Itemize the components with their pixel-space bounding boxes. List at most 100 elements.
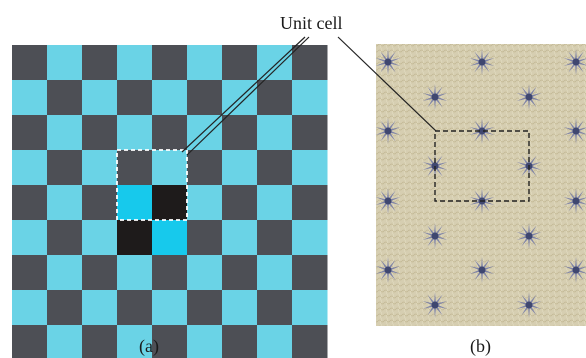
checker-square: [82, 185, 118, 221]
star-motif: [375, 118, 401, 144]
checker-square: [257, 325, 293, 358]
checker-square: [292, 255, 328, 291]
checker-square: [82, 290, 118, 326]
checker-square: [187, 45, 223, 81]
checker-square: [257, 115, 293, 151]
unit-cell-label: Unit cell: [280, 13, 342, 33]
checker-square: [12, 325, 48, 358]
fabric-panel: [375, 44, 586, 326]
checker-square: [152, 325, 188, 358]
checker-square: [187, 80, 223, 116]
checker-square: [292, 290, 328, 326]
star-motif: [422, 223, 448, 249]
checker-square: [82, 80, 118, 116]
checker-square: [117, 185, 153, 221]
checker-square: [152, 80, 188, 116]
checker-square: [117, 45, 153, 81]
checker-square: [117, 290, 153, 326]
unit-cell-outline-b: [434, 130, 530, 202]
checker-square: [12, 255, 48, 291]
checker-square: [292, 185, 328, 221]
checker-square: [47, 150, 83, 186]
checker-square: [222, 290, 258, 326]
star-motif: [563, 257, 586, 283]
star-motif: [516, 292, 542, 318]
star-motif: [516, 223, 542, 249]
checker-square: [222, 255, 258, 291]
unit-cell-outline-a: [116, 149, 188, 221]
checker-square: [47, 80, 83, 116]
star-motif: [563, 118, 586, 144]
checker-square: [117, 150, 153, 186]
checker-square: [117, 255, 153, 291]
checker-square: [222, 150, 258, 186]
star-motif: [375, 257, 401, 283]
checker-square: [257, 185, 293, 221]
checker-square: [12, 150, 48, 186]
star-motif: [422, 84, 448, 110]
star-motif: [469, 257, 495, 283]
checker-square: [47, 185, 83, 221]
checker-square: [47, 290, 83, 326]
checker-square: [12, 185, 48, 221]
checker-square: [187, 220, 223, 256]
fabric-background: [376, 44, 586, 326]
checker-square: [257, 290, 293, 326]
checker-square: [292, 325, 328, 358]
checker-square: [117, 80, 153, 116]
checker-square: [82, 325, 118, 358]
checker-square: [187, 255, 223, 291]
checker-square: [152, 220, 188, 256]
checker-square: [187, 150, 223, 186]
checker-square: [12, 80, 48, 116]
checker-square: [47, 45, 83, 81]
caption-a: (a): [139, 336, 159, 357]
leader-line-b: [337, 36, 437, 132]
checker-square: [82, 45, 118, 81]
checker-square: [82, 150, 118, 186]
checker-square: [82, 255, 118, 291]
checker-square: [47, 255, 83, 291]
checker-square: [292, 80, 328, 116]
star-motif: [563, 49, 586, 75]
checker-square: [187, 290, 223, 326]
checker-square: [82, 220, 118, 256]
checker-square: [152, 290, 188, 326]
leader-lines: [181, 36, 437, 156]
star-motif: [469, 118, 495, 144]
checker-square: [117, 220, 153, 256]
star-motif: [375, 49, 401, 75]
checker-square: [222, 325, 258, 358]
checker-square: [222, 220, 258, 256]
checker-square: [222, 45, 258, 81]
checker-square: [47, 220, 83, 256]
checker-square: [222, 115, 258, 151]
checker-square: [117, 325, 153, 358]
checker-square: [12, 220, 48, 256]
checkerboard-panel: [12, 45, 328, 358]
checker-square: [257, 80, 293, 116]
star-motif: [375, 188, 401, 214]
checker-square: [12, 290, 48, 326]
checker-square: [152, 150, 188, 186]
checker-square: [152, 45, 188, 81]
star-motif: [422, 292, 448, 318]
checker-square: [187, 185, 223, 221]
checker-square: [152, 115, 188, 151]
leader-line-a: [181, 36, 306, 153]
checker-square: [222, 185, 258, 221]
checker-square: [47, 115, 83, 151]
star-motif: [469, 49, 495, 75]
checker-square: [257, 220, 293, 256]
checker-square: [292, 45, 328, 81]
checker-square: [292, 150, 328, 186]
checker-square: [292, 220, 328, 256]
checker-square: [292, 115, 328, 151]
star-motif: [516, 84, 542, 110]
star-motif: [563, 188, 586, 214]
checker-square: [187, 325, 223, 358]
checker-square: [12, 115, 48, 151]
checker-square: [47, 325, 83, 358]
checker-square: [82, 115, 118, 151]
